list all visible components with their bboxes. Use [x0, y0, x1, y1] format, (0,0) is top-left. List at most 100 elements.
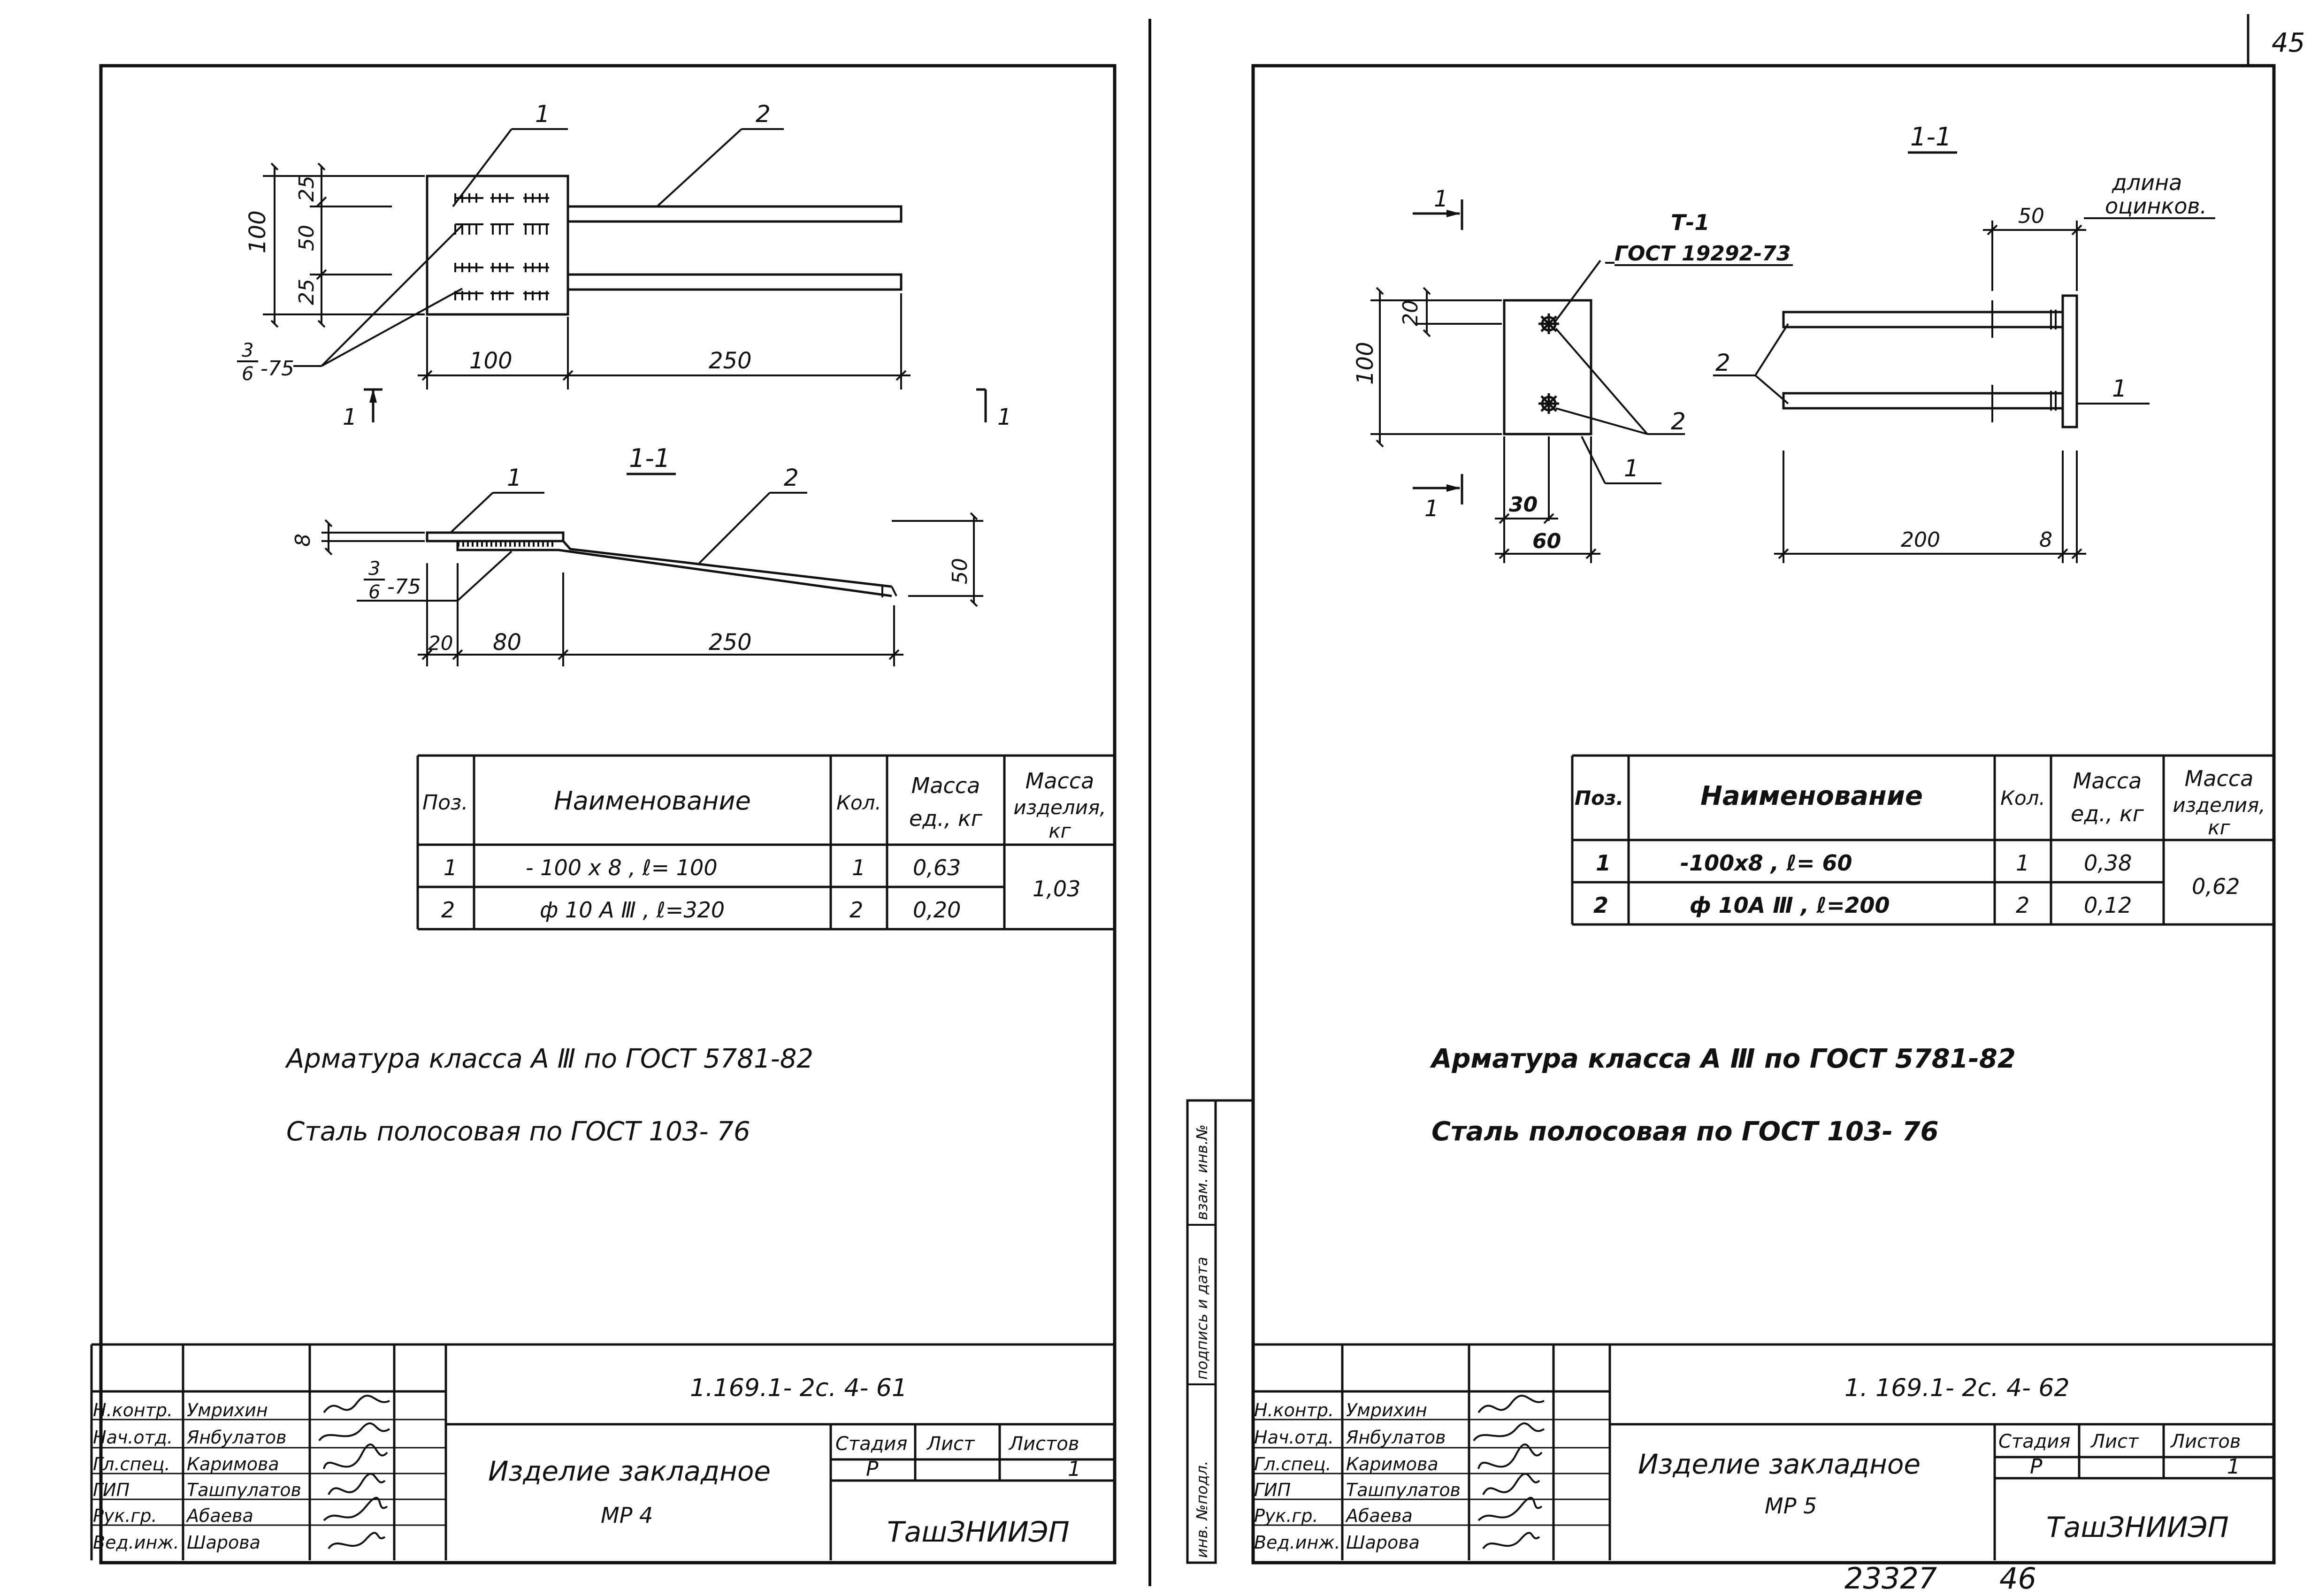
left-plan-hdims [418, 293, 911, 389]
left-signatures [318, 1395, 390, 1550]
left-plan-label-2: 2 [756, 100, 771, 128]
right-section-dim-8: 8 [2039, 528, 2052, 552]
left-plan-welds [454, 193, 549, 300]
left-th-mass-total-3: кг [1048, 819, 1071, 842]
left-section-view: 1-1 8 [291, 443, 983, 666]
right-th-name: Наименование [1700, 781, 1923, 811]
right-sheet: взам. инв.№ подпись и дата инв. №подл. 1… [1186, 64, 2276, 1565]
right-zinc-label-1: длина [2112, 170, 2182, 195]
left-spec-table: Поз. Наименование Кол. Масса ед., кг Мас… [416, 754, 1115, 931]
right-total-mass: 0,62 [2192, 874, 2240, 899]
left-role-1: Н.контр. [93, 1400, 173, 1420]
right-row1-pos: 1 [1596, 850, 1611, 876]
right-name-4: Ташпулатов [1346, 1480, 1461, 1500]
left-note-rebar: Арматура класса А Ⅲ по ГОСТ 5781-82 [285, 1044, 813, 1074]
left-row2-pos: 2 [441, 897, 455, 923]
right-row2-qty: 2 [2016, 893, 2029, 918]
right-th-mass-unit-1: Масса [2073, 768, 2142, 794]
right-weld-stars [1538, 313, 1559, 414]
left-title-block: 1.169.1- 2с. 4- 61 Н.контр. Нач.отд. Гл.… [90, 1343, 1115, 1560]
left-section-dim-8: 8 [291, 534, 315, 547]
left-role-6: Вед.инж. [93, 1532, 179, 1553]
right-cut-mark-top: 1 [1434, 186, 1448, 212]
left-note-steel: Сталь полосовая по ГОСТ 103- 76 [286, 1116, 750, 1147]
right-name-5: Абаева [1345, 1505, 1413, 1526]
side-stamp-sign: подпись и дата [1193, 1257, 1211, 1380]
page-number: 45 [2272, 28, 2305, 58]
right-th-qty: Кол. [2000, 787, 2045, 809]
left-section-title: 1-1 [629, 443, 670, 473]
right-item-title: Изделие закладное [1638, 1448, 1921, 1480]
right-section-bar-upper [1782, 311, 2064, 328]
left-org-name: ТашЗНИИЭП [887, 1516, 1070, 1549]
right-cut-marks [1413, 199, 1463, 504]
right-row1-mass: 0,38 [2084, 850, 2132, 876]
right-zinc-label-2: оцинков. [2105, 193, 2207, 219]
left-th-mass-unit-1: Масса [911, 773, 980, 798]
right-section-title: 1-1 [1910, 122, 1951, 152]
right-item-code: МР 5 [1765, 1493, 1817, 1519]
bottom-page-number: 46 [1999, 1561, 2036, 1596]
left-plan-section-mark-a: 1 [343, 404, 357, 430]
left-frame [99, 64, 1117, 1565]
left-section-weld-num: 3 [368, 558, 380, 580]
left-row2-mass: 0,20 [913, 897, 961, 923]
left-plan-view: 100 25 50 25 100 250 [237, 100, 1012, 430]
right-th-mass-total-2: изделия, [2173, 794, 2265, 817]
side-stamp-inv: инв. №подл. [1193, 1461, 1211, 1558]
right-section-view: 50 200 8 2 1 длина оцинков. [1713, 170, 2215, 563]
left-section-dims [321, 512, 983, 666]
left-bar-upper [566, 205, 903, 223]
right-doc-code: 1. 169.1- 2с. 4- 62 [1844, 1374, 2070, 1402]
right-plate [1503, 299, 1592, 435]
right-sheets-value: 1 [2227, 1455, 2240, 1479]
left-th-qty: Кол. [836, 791, 881, 814]
left-sheet-header: Лист [926, 1433, 975, 1455]
left-row1-mass: 0,63 [913, 855, 961, 880]
left-section-weld-den: 6 [368, 581, 380, 603]
left-name-4: Ташпулатов [187, 1480, 301, 1500]
right-section-plate [2061, 294, 2078, 428]
right-name-2: Янбулатов [1346, 1427, 1446, 1448]
right-org-name: ТашЗНИИЭП [2046, 1511, 2229, 1544]
left-row2-qty: 2 [849, 897, 863, 923]
left-section-weld-len: -75 [387, 575, 421, 599]
right-note-steel: Сталь полосовая по ГОСТ 103- 76 [1431, 1116, 1939, 1147]
right-side-stamp: взам. инв.№ подпись и дата инв. №подл. [1186, 1099, 1253, 1564]
right-plan-dim-60: 60 [1532, 529, 1561, 553]
right-note-rebar: Арматура класса А Ⅲ по ГОСТ 5781-82 [1430, 1044, 2016, 1074]
left-name-3: Каримова [187, 1454, 279, 1474]
right-role-2: Нач.отд. [1254, 1427, 1334, 1448]
left-plan-weld-len: -75 [260, 357, 294, 381]
left-plan-weld-num: 3 [242, 340, 253, 361]
left-section-label-1: 1 [507, 464, 522, 491]
left-item-code: МР 4 [601, 1503, 653, 1528]
left-plan-dim-50: 50 [295, 225, 319, 251]
left-section-dim-50: 50 [948, 558, 972, 584]
right-name-3: Каримова [1346, 1454, 1439, 1474]
left-role-4: ГИП [93, 1480, 130, 1500]
page-number-group: 45 [2247, 14, 2305, 66]
left-sheets-header: Листов [1008, 1433, 1079, 1455]
right-name-1: Умрихин [1346, 1400, 1427, 1420]
left-section-leaders [357, 492, 807, 602]
right-signatures [1473, 1395, 1545, 1550]
left-plan-weld-den: 6 [242, 363, 253, 385]
left-name-6: Шарова [187, 1532, 260, 1553]
right-row1-qty: 1 [2016, 850, 2029, 876]
right-section-label-2: 2 [1715, 349, 1730, 376]
right-section-label-1: 1 [2112, 375, 2127, 402]
right-frame [1251, 64, 2276, 1565]
right-row2-pos: 2 [1593, 893, 1608, 918]
left-th-pos: Поз. [422, 791, 468, 815]
left-doc-code: 1.169.1- 2с. 4- 61 [690, 1374, 907, 1402]
right-gost-label: ГОСТ 19292-73 [1615, 242, 1791, 266]
left-plan-vdims [263, 162, 425, 328]
left-sheets-value: 1 [1068, 1457, 1081, 1481]
left-th-mass-unit-2: ед., кг [909, 806, 983, 831]
left-plate [426, 175, 569, 316]
right-row2-name: ф 10А Ⅲ , ℓ=200 [1690, 893, 1890, 918]
left-plan-dim-25bot: 25 [295, 279, 319, 305]
right-title-block: 1. 169.1- 2с. 4- 62 Н.контр. Нач.отд. Гл… [1253, 1343, 2274, 1560]
